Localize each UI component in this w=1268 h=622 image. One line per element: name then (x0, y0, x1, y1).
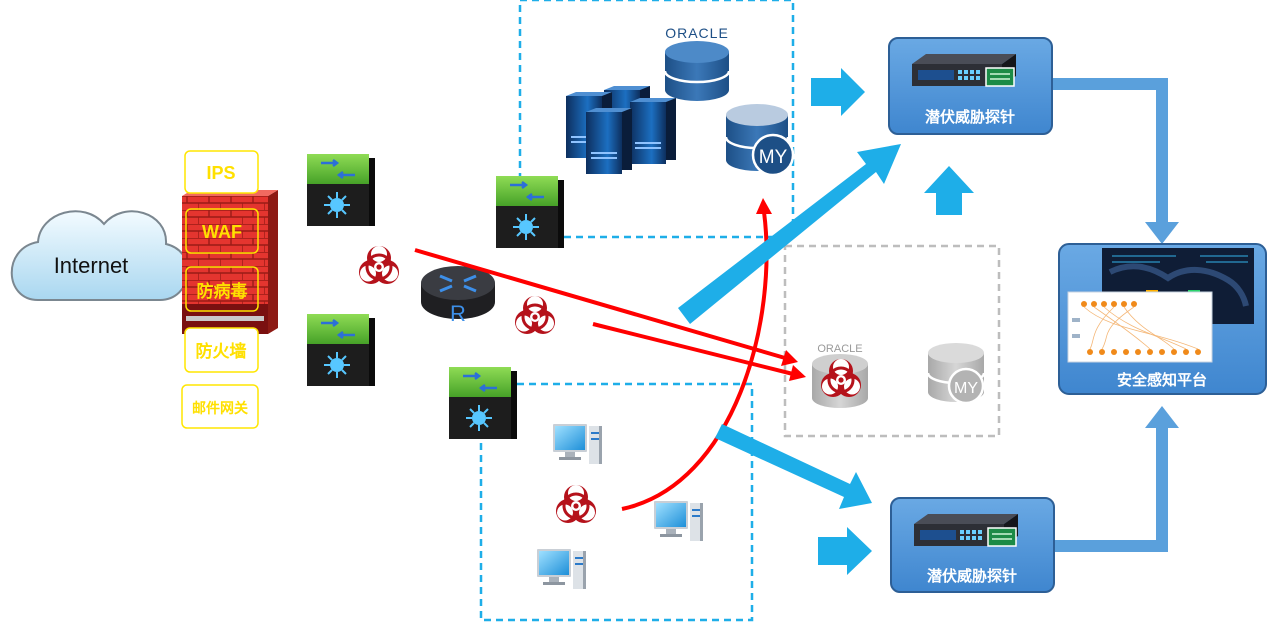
switch-server-zone-icon (494, 174, 566, 250)
antivirus-label: 防病毒 (197, 281, 248, 301)
firewall-label: 防火墙 (196, 341, 247, 361)
flow-arrowheads (1145, 222, 1179, 428)
antivirus-box: 防病毒 (185, 266, 259, 312)
firewall-box: 防火墙 (184, 327, 259, 373)
sensor-bottom-label: 潜伏威胁探针 (927, 567, 1017, 585)
waf-box: WAF (185, 208, 259, 254)
arrow-to-top-sensor (811, 68, 865, 116)
workstation-zone-box (479, 382, 754, 622)
internet-cloud: Internet (10, 210, 190, 301)
oracle-brand-label: ORACLE (665, 25, 729, 41)
dashboard-screen-icon (1067, 248, 1254, 363)
compromised-mysql-database-icon: MY (926, 343, 986, 405)
threat-arrowheads (756, 198, 806, 381)
arrow-to-bottom-sensor (818, 527, 872, 575)
compromised-zone-box (783, 244, 1001, 438)
internet-label: Internet (54, 253, 129, 278)
switch-top-left-icon (305, 152, 377, 228)
oracle-database-icon: ORACLE (663, 25, 731, 101)
server-zone-box (518, 0, 795, 239)
biohazard-icon (357, 244, 401, 286)
workstation-top-icon (553, 424, 602, 464)
sensor-device-icon (911, 53, 1017, 87)
traffic-mirror-arrows (678, 68, 974, 575)
sensor-to-platform-flow (1050, 78, 1168, 552)
threat-line-upper (414, 248, 786, 360)
switch-workstation-zone-icon (447, 365, 519, 441)
compromised-oracle-brand-label: ORACLE (817, 343, 862, 355)
server-cluster-icon (566, 86, 676, 174)
threat-paths (414, 211, 794, 511)
platform-label: 安全感知平台 (1117, 371, 1207, 389)
workstation-bottom-icon (537, 549, 586, 589)
compromised-mysql-label: MY (954, 380, 978, 397)
threat-sensor-bottom: 潜伏威胁探针 (890, 497, 1055, 593)
sensor-top-label: 潜伏威胁探针 (925, 108, 1015, 126)
mysql-database-icon: MY (724, 104, 795, 177)
mysql-label: MY (759, 147, 788, 168)
router-label: R (450, 301, 466, 326)
threat-sensor-top: 潜伏威胁探针 (888, 37, 1053, 135)
arrow-diagonal-to-top-sensor (678, 144, 901, 324)
biohazard-icon (513, 294, 557, 336)
waf-label: WAF (202, 222, 242, 242)
threat-line-lower (592, 322, 794, 376)
mail-gateway-label: 邮件网关 (192, 400, 248, 416)
workstation-right-icon (654, 501, 703, 541)
biohazard-icon (554, 483, 598, 525)
arrow-up-to-top-sensor (924, 166, 974, 215)
ips-box: IPS (184, 150, 259, 194)
router-icon: R (421, 266, 495, 326)
firewall-wall-icon (182, 190, 278, 334)
arrow-diagonal-to-bottom-sensor (715, 424, 872, 509)
ips-label: IPS (206, 163, 235, 183)
switch-bottom-left-icon (305, 312, 377, 388)
sensor-device-icon (913, 513, 1019, 547)
security-platform-panel: 安全感知平台 (1058, 243, 1267, 395)
mail-gateway-box: 邮件网关 (181, 384, 259, 429)
